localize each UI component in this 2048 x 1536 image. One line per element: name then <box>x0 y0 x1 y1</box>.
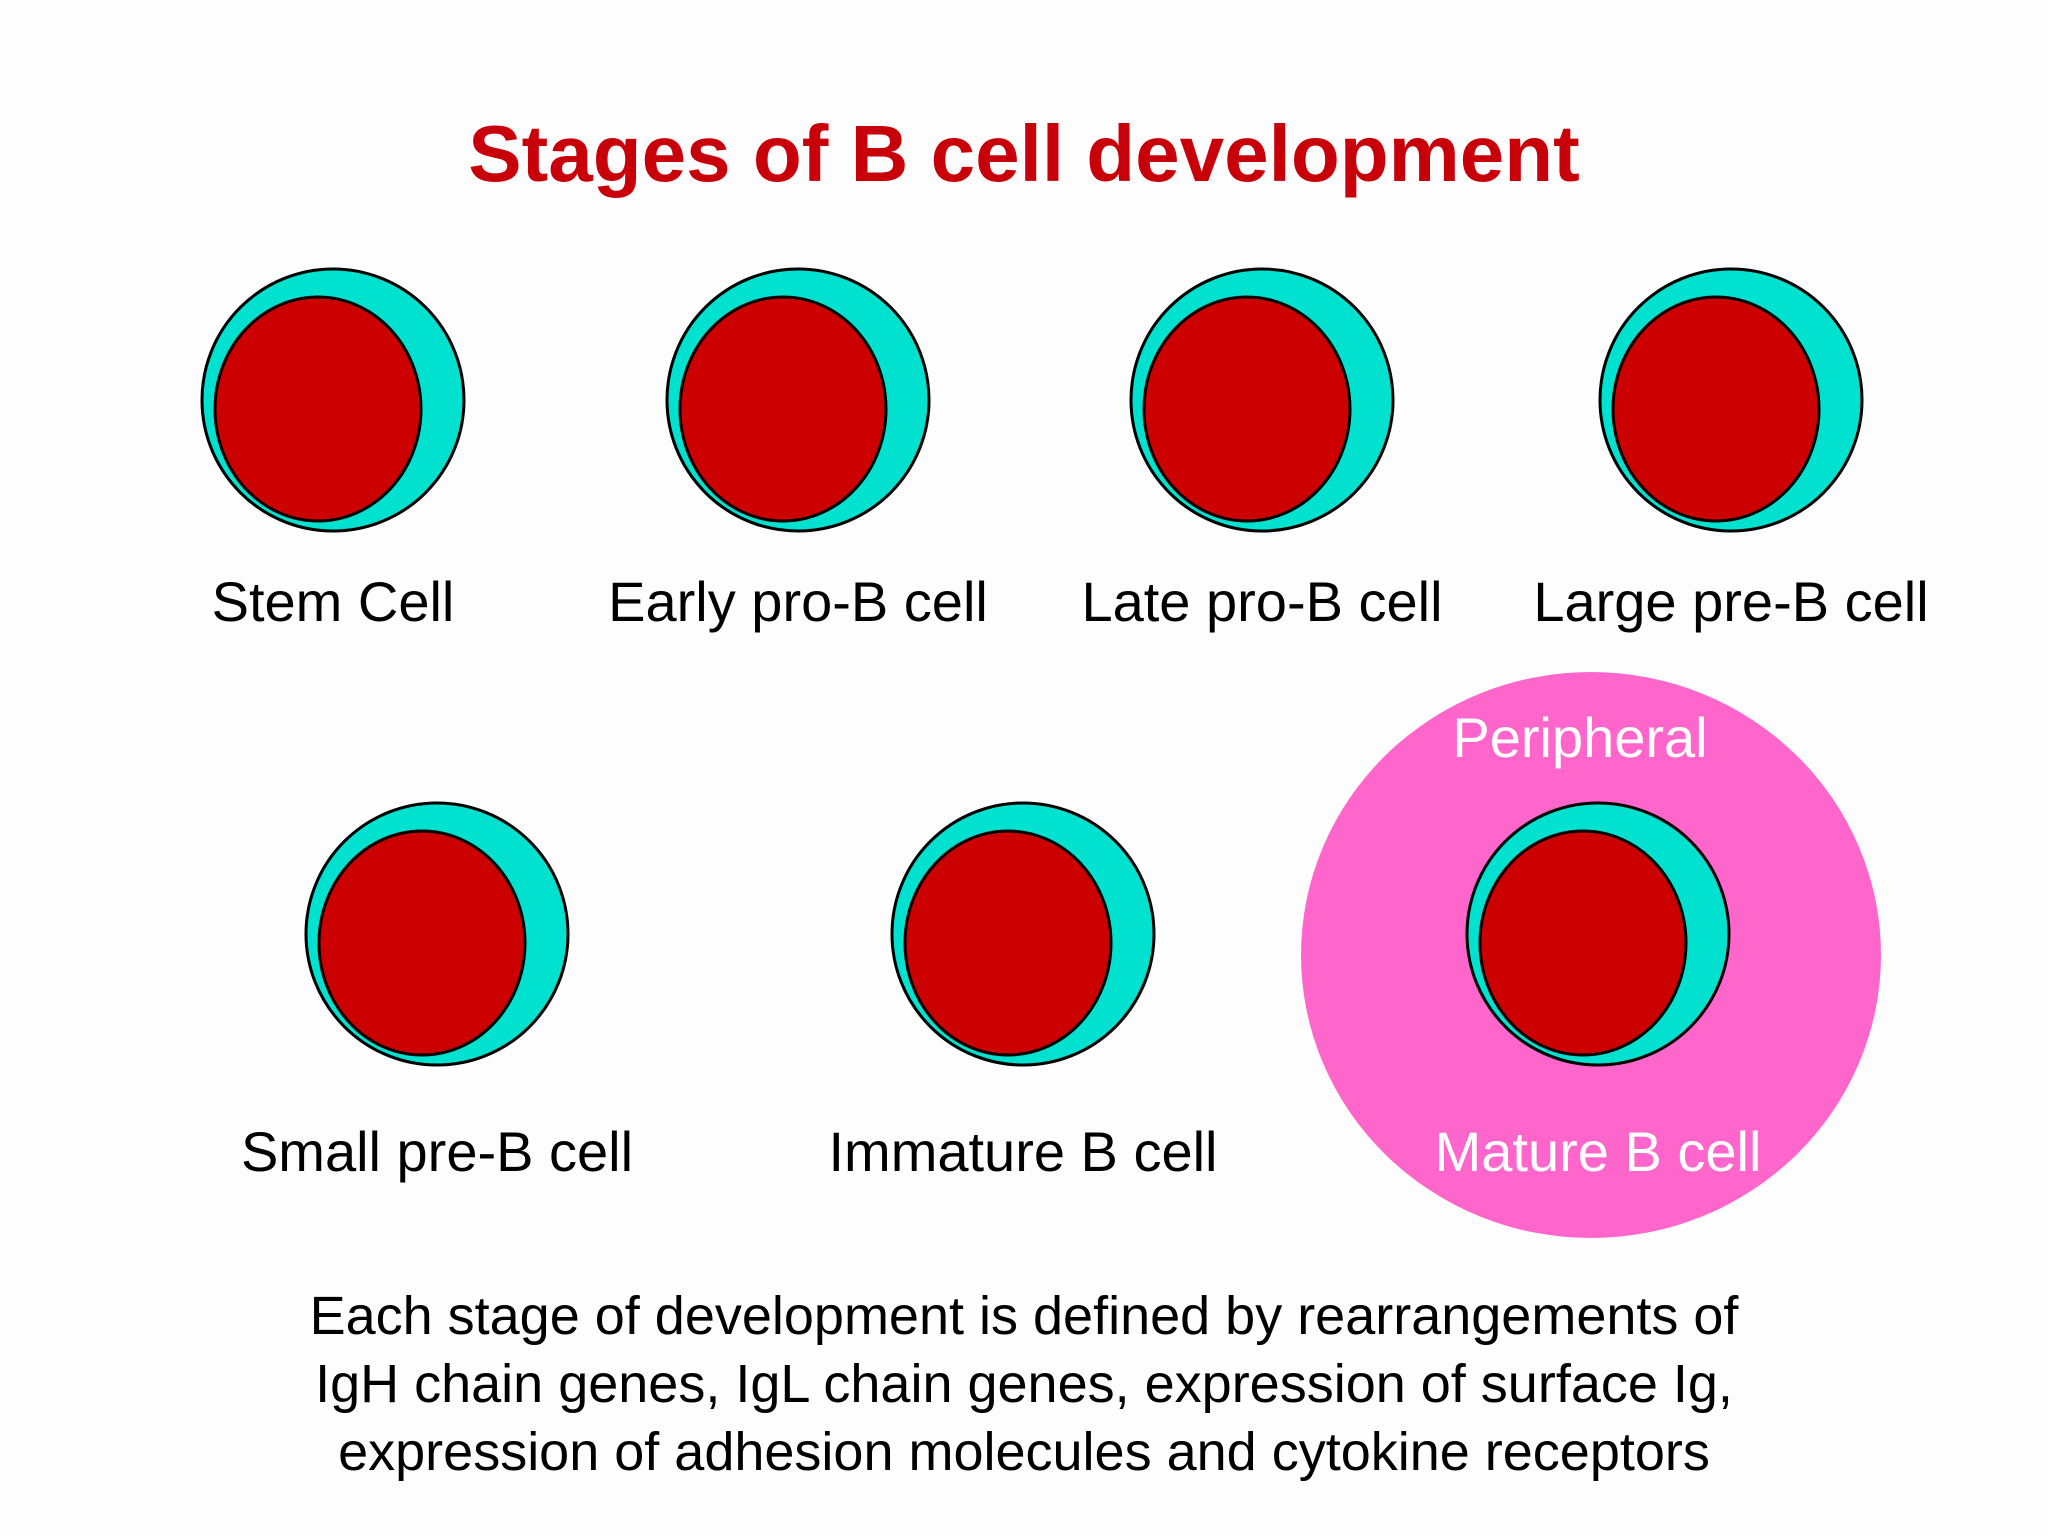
label-early-pro-b-cell: Early pro-B cell <box>608 570 988 633</box>
nucleus <box>1478 829 1688 1057</box>
cell-late-pro-b <box>1128 266 1396 534</box>
cell-graphic <box>304 801 570 1067</box>
label-immature-b-cell: Immature B cell <box>828 1120 1218 1183</box>
label-mature-b-cell: Mature B cell <box>1434 1120 1762 1183</box>
cell-graphic <box>1129 267 1395 533</box>
caption-line-2: IgH chain genes, IgL chain genes, expres… <box>315 1354 1733 1414</box>
page-title: Stages of B cell development <box>468 109 1580 198</box>
cell-graphic <box>1465 801 1731 1067</box>
nucleus <box>678 295 888 523</box>
nucleus <box>903 829 1113 1057</box>
caption-line-3: expression of adhesion molecules and cyt… <box>338 1422 1710 1482</box>
nucleus <box>317 829 527 1057</box>
cell-mature-b <box>1464 800 1732 1068</box>
label-stem-cell: Stem Cell <box>211 570 455 633</box>
cell-large-pre-b <box>1597 266 1865 534</box>
label-peripheral: Peripheral <box>1452 706 1708 769</box>
label-small-pre-b-cell: Small pre-B cell <box>240 1120 634 1183</box>
cell-graphic <box>200 267 466 533</box>
label-late-pro-b-cell: Late pro-B cell <box>1081 570 1443 633</box>
cell-immature-b <box>889 800 1157 1068</box>
label-large-pre-b-cell: Large pre-B cell <box>1533 570 1929 633</box>
caption: Each stage of development is defined by … <box>124 1282 1924 1486</box>
cell-graphic <box>665 267 931 533</box>
cell-stem <box>199 266 467 534</box>
caption-line-1: Each stage of development is defined by … <box>309 1286 1739 1346</box>
nucleus <box>1142 295 1352 523</box>
cell-small-pre-b <box>303 800 571 1068</box>
cell-graphic <box>1598 267 1864 533</box>
cell-graphic <box>890 801 1156 1067</box>
nucleus <box>1611 295 1821 523</box>
cell-early-pro-b <box>664 266 932 534</box>
nucleus <box>213 295 423 523</box>
